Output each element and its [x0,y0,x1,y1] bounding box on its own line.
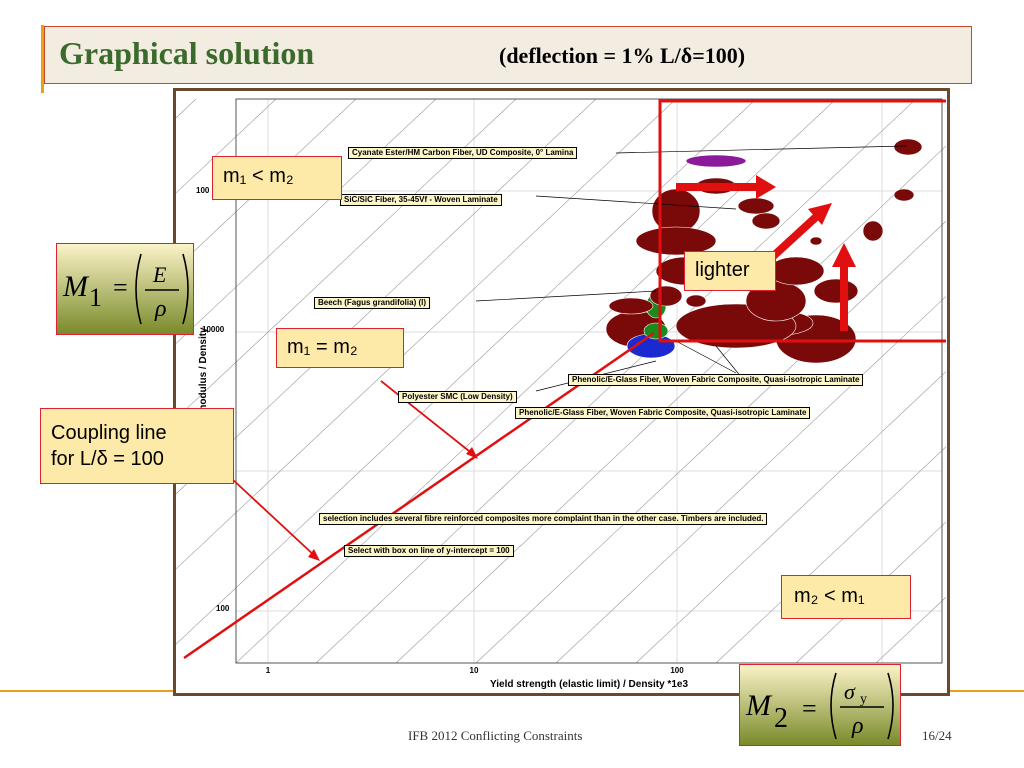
equation-m1: M 1 = E ρ [56,243,194,335]
x-axis-label: Yield strength (elastic limit) / Density… [490,679,688,690]
equation-m2: M 2 = σ y ρ [739,664,901,746]
annotation-m2-lt-m1: m₂ < m₁ [781,575,911,619]
arrow-up-shaft [840,265,848,331]
leader-line [675,340,737,374]
x-tick-label: 1 [266,666,271,675]
y-axis-label: Young's modulus / Density [198,327,209,455]
svg-text:y: y [860,692,867,707]
chart-note: selection includes several fibre reinfor… [319,513,768,525]
guide-line [176,98,597,495]
material-label: Phenolic/E-Glass Fiber, Woven Fabric Com… [568,374,864,386]
annotation-m1-eq-m2: m₁ = m₂ [276,328,404,368]
material-bubble [649,285,683,307]
direction-arrows [183,175,856,660]
leader-line [615,145,907,154]
slide-title: Graphical solution [59,35,315,71]
material-label: Polyester SMC (Low Density) [398,391,517,403]
slide-subtitle: (deflection = 1% L/δ=100) [499,43,746,68]
annotation-m1-lt-m2: m₁ < m₂ [212,156,342,200]
equation-m1-formula: M 1 = E ρ [62,253,189,325]
svg-text:2: 2 [774,703,788,734]
plot-area-frame [235,98,943,664]
arrow-right-shaft [676,183,756,191]
leader-line [535,195,737,210]
material-bubbles [605,138,923,364]
svg-text:ρ: ρ [851,713,864,739]
arrow-diagonal-shaft [765,214,819,264]
title-accent [41,25,44,93]
arrow-diagonal-head [808,203,832,225]
material-bubble [893,188,915,202]
guide-line [635,371,946,664]
title-bar: Graphical solution (deflection = 1% L/δ=… [41,25,972,93]
material-bubble [751,212,781,230]
guide-line [176,98,517,420]
footer-text: IFB 2012 Conflicting Constraints [408,728,583,743]
material-label: Phenolic/E-Glass Fiber, Woven Fabric Com… [515,407,811,419]
svg-text:=: = [802,694,817,723]
material-bubble [813,278,859,304]
coupling-line-title: Coupling line [51,422,167,444]
y-tick-label: 100 [216,604,230,613]
guide-line [795,521,946,664]
page-number: 16/24 [922,728,952,743]
material-bubble [893,138,923,156]
material-bubble [608,297,654,315]
arrow-up-head [832,243,856,267]
guide-line [176,98,677,570]
material-bubble [685,154,747,168]
x-tick-label: 10 [470,666,479,675]
material-label: Beech (Fagus grandifolia) (l) [314,297,431,309]
annotation-arrowhead [308,549,320,561]
annotation-lighter: lighter [684,251,776,291]
material-bubble [767,256,825,286]
svg-text:M: M [745,689,773,722]
material-label: Cyanate Ester/HM Carbon Fiber, UD Compos… [348,147,578,159]
material-bubble [635,226,717,256]
annotation-coupling-line: Coupling line for L/δ = 100 [40,408,234,484]
annotation-arrow [230,477,317,558]
coupling-line-subtitle: for L/δ = 100 [51,448,164,470]
arrow-right-head [756,175,776,199]
svg-text:M: M [62,270,90,303]
equation-m2-formula: M 2 = σ y ρ [745,672,894,740]
coupling-line [183,331,655,660]
guide-line [715,446,946,664]
x-tick-label: 100 [670,666,684,675]
y-tick-label: 100 [196,186,210,195]
material-bubble [737,197,775,215]
annotation-arrowhead [466,447,478,459]
annotation-arrow [380,380,475,456]
svg-text:1: 1 [89,283,102,312]
selection-region [658,99,946,343]
material-label: SiC/SiC Fiber, 35-45Vf - Woven Laminate [340,194,502,206]
leader-line [475,290,657,302]
svg-text:=: = [113,273,128,302]
svg-text:E: E [152,262,167,287]
svg-text:σ: σ [844,679,856,704]
guide-line [235,98,837,664]
svg-text:ρ: ρ [154,296,167,322]
material-bubble [809,236,823,246]
material-bubble [862,220,884,242]
material-bubble [685,294,707,308]
chart-note: Select with box on line of y-intercept =… [344,545,514,557]
y-tick-label: 10000 [202,325,225,334]
guide-line [176,98,757,645]
